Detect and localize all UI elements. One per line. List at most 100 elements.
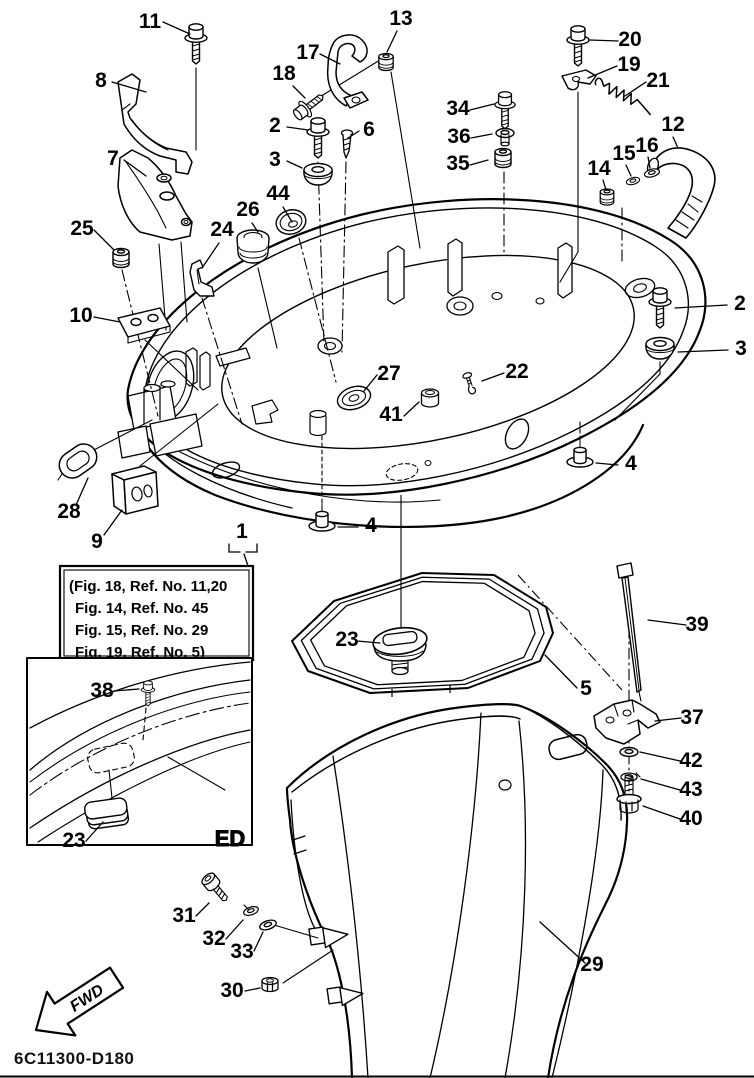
- callout-2a: 2: [269, 114, 281, 137]
- handle-12: [646, 147, 716, 239]
- washer-42: [619, 746, 639, 758]
- callout-9: 9: [91, 530, 103, 553]
- callout-42: 42: [679, 749, 702, 772]
- washer-33: [257, 917, 279, 933]
- bracket-7: [117, 149, 193, 241]
- callout-15: 15: [612, 142, 636, 165]
- seal-28: [57, 443, 98, 481]
- grommet-4b: [308, 503, 336, 532]
- plate-10: [117, 307, 171, 344]
- callout-19: 19: [617, 53, 640, 76]
- hook-17: [326, 34, 369, 109]
- callout-43: 43: [679, 778, 702, 801]
- reference-note-line3: Fig. 15, Ref. No. 29: [75, 622, 208, 639]
- callout-3b: 3: [735, 337, 747, 360]
- callout-1: 1: [236, 520, 248, 543]
- callout-35: 35: [446, 152, 470, 175]
- bolt-40: [616, 774, 642, 814]
- callout-38: 38: [90, 679, 114, 702]
- screw-6: [340, 129, 354, 159]
- callout-22: 22: [505, 360, 528, 383]
- grommet-27: [336, 385, 372, 411]
- nut-30: [261, 976, 279, 993]
- bracket-8: [117, 73, 193, 175]
- gasket-5: [291, 572, 554, 697]
- callout-11: 11: [139, 10, 162, 33]
- callout-36: 36: [447, 125, 470, 148]
- right-parts: [308, 287, 675, 532]
- reference-note-line4: Fig. 19, Ref. No. 5): [75, 644, 205, 661]
- tie-bracket-parts: [593, 562, 661, 814]
- plug-26: [236, 229, 270, 264]
- cable-tie-39: [616, 562, 642, 702]
- callout-30: 30: [220, 979, 243, 1002]
- inset-view-label: ED: [215, 826, 246, 851]
- apron-29: [285, 703, 629, 1078]
- callout-12: 12: [661, 113, 684, 136]
- spring-washer-43: [620, 772, 641, 782]
- top-left-parts: [57, 23, 421, 515]
- callout-4b: 4: [365, 514, 377, 537]
- bolt-20: [566, 25, 590, 67]
- screw-22: [462, 372, 477, 395]
- grommet-4a: [566, 439, 594, 468]
- callout-4a: 4: [625, 452, 637, 475]
- box-9: [111, 465, 159, 515]
- callout-27: 27: [377, 362, 400, 385]
- washer-15: [625, 175, 641, 187]
- grommet-13: [378, 52, 394, 72]
- callout-25: 25: [70, 217, 94, 240]
- grommet-25: [112, 247, 130, 269]
- callout-14: 14: [587, 157, 611, 180]
- fwd-arrow: FWD: [34, 966, 125, 1037]
- callout-3a: 3: [269, 148, 281, 171]
- plug-23-inset: [84, 797, 130, 830]
- callout-20: 20: [618, 28, 641, 51]
- callout-8: 8: [95, 69, 107, 92]
- callout-40: 40: [679, 807, 702, 830]
- callout-13: 13: [389, 7, 412, 30]
- grommet-35: [494, 147, 512, 169]
- callout-29: 29: [580, 953, 603, 976]
- callout-21: 21: [646, 69, 670, 92]
- callout-18: 18: [272, 62, 296, 85]
- callout-37: 37: [680, 706, 703, 729]
- callout-26: 26: [236, 198, 259, 221]
- leader-lines: [75, 21, 729, 992]
- callout-7: 7: [107, 147, 119, 170]
- callout-2b: 2: [734, 292, 746, 315]
- apron-clip-lower: [326, 986, 364, 1007]
- bracket-37: [593, 699, 661, 745]
- bolt-11: [184, 23, 208, 65]
- callout-5: 5: [580, 677, 592, 700]
- spring-washer-32: [241, 904, 261, 918]
- callout-44: 44: [266, 182, 290, 205]
- washer-16: [643, 166, 661, 180]
- reference-note-line1: (Fig. 18, Ref. No. 11,20: [69, 578, 227, 595]
- plate-19: [561, 69, 597, 91]
- inset-detail-view: ED: [26, 657, 253, 852]
- part-code: 6C11300-D180: [14, 1049, 134, 1068]
- clamp-24: [189, 259, 215, 297]
- callout-28: 28: [57, 500, 81, 523]
- cap-41: [420, 388, 440, 408]
- grommet-44: [275, 209, 307, 235]
- callout-32: 32: [202, 927, 225, 950]
- callout-23b: 23: [62, 829, 85, 852]
- callout-24: 24: [210, 218, 234, 241]
- apron-clip-upper: [308, 926, 349, 949]
- callout-31: 31: [172, 904, 196, 927]
- callout-39: 39: [685, 613, 708, 636]
- drain-plug-23: [372, 626, 428, 676]
- callout-10: 10: [69, 304, 92, 327]
- reference-note-line2: Fig. 14, Ref. No. 45: [75, 600, 208, 617]
- grommet-3b: [645, 336, 675, 360]
- callout-6: 6: [363, 118, 375, 141]
- callout-17: 17: [296, 41, 319, 64]
- apron-fasteners: [201, 872, 334, 993]
- bolt-2a: [306, 117, 330, 159]
- callout-34: 34: [446, 97, 470, 120]
- callout-23a: 23: [335, 628, 358, 651]
